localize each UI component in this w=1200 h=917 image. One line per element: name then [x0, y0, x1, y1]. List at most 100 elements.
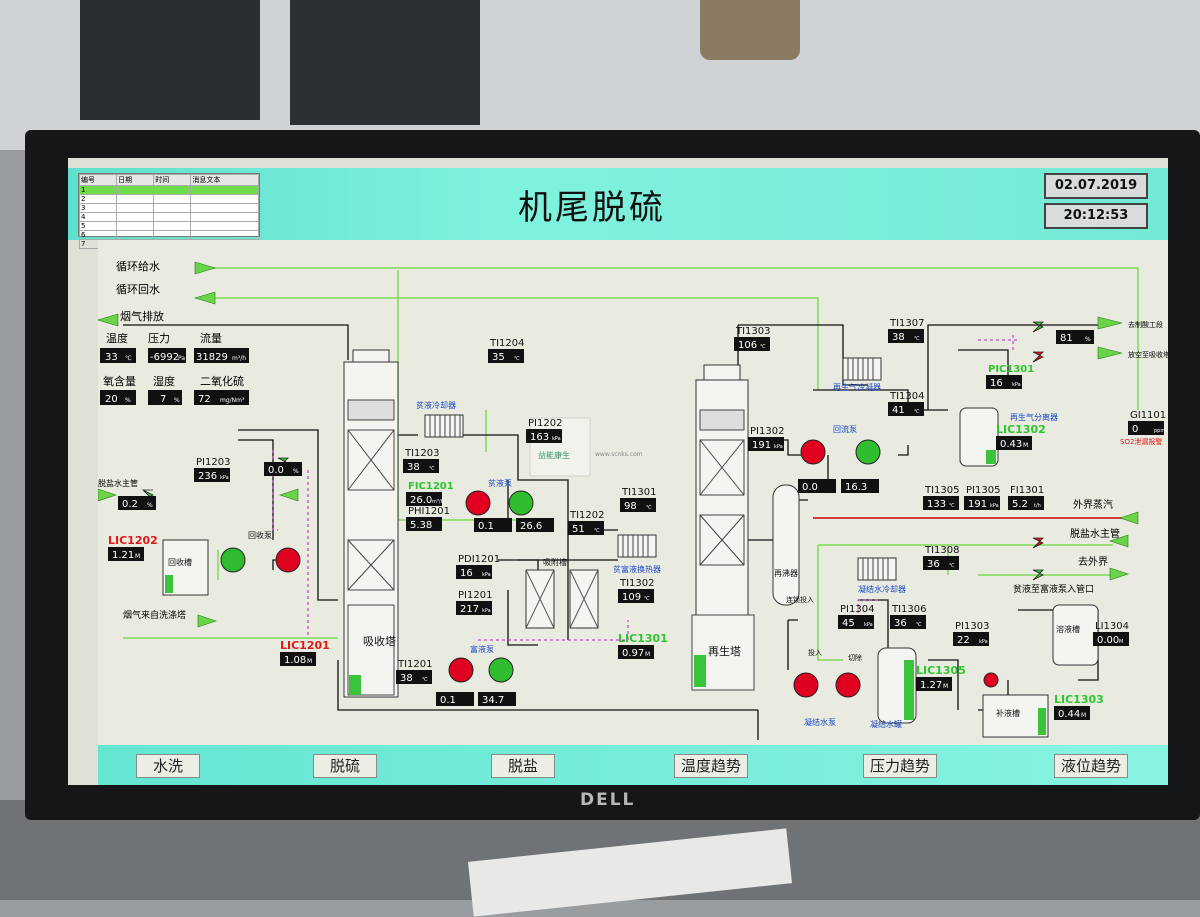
tag-value: 36 [894, 618, 907, 629]
tag-value: 38 [400, 673, 413, 684]
label-rich-pump: 富液泵 [470, 644, 494, 654]
label-start-btn3[interactable]: 切除 [848, 653, 862, 662]
flow-arrows [96, 261, 1139, 628]
readout-box [516, 518, 554, 532]
alarm-table[interactable]: 编号 日期 时间 消息文本 1 2 3 4 5 6 7 [78, 173, 260, 249]
nav-water-wash[interactable]: 水洗 [136, 754, 200, 778]
tag-value-box [396, 670, 432, 684]
date-display: 02.07.2019 [1044, 173, 1148, 199]
tag-value-box [923, 556, 959, 570]
label-start-btn2[interactable]: 投入 [808, 648, 822, 657]
tag-value-box [838, 615, 874, 629]
label-reflux-pump: 回流泵 [833, 424, 857, 434]
monitor-brand: DELL [580, 790, 636, 810]
tag-label: TI1302 [619, 578, 655, 589]
process-diagram: 循环给水 循环回水 烟气排放 脱盐水主管 烟气来自洗涤塔 外界蒸汽 脱盐水主管 … [96, 240, 1168, 745]
summary-panel: 温度 压力 流量 氧含量 湿度 二氧化硫 33 ℃ -6992 Pa 31829… [100, 331, 249, 405]
label-recovery-pump: 回收泵 [248, 530, 272, 540]
tag-value-box [1008, 496, 1044, 510]
nav-desulfurization[interactable]: 脱硫 [313, 754, 377, 778]
tag-value: 191 [968, 499, 987, 510]
label-rich-inlet: 贫液至富液泵入管口 [1013, 583, 1094, 595]
tag-value-box [403, 459, 439, 473]
tag-unit: kPa [979, 639, 988, 645]
alarm-row-number: 3 [78, 203, 118, 213]
arrow-desalt-main [1109, 534, 1129, 548]
tag-value: 133 [927, 499, 946, 510]
tag-unit: ℃ [514, 356, 520, 362]
lean-pump-right [508, 490, 534, 516]
value-oxygen: 20 [105, 394, 118, 405]
tag-value-box [456, 565, 492, 579]
tag-value: 106 [738, 340, 757, 351]
tag-value: 109 [622, 592, 641, 603]
valve-desalt-main [1032, 537, 1044, 549]
heat-exchangers [424, 357, 897, 581]
nav-temp-trend[interactable]: 温度趋势 [674, 754, 748, 778]
tag-value: 16 [460, 568, 473, 579]
readout-value: 0.1 [478, 521, 494, 532]
level-label: LIC1202 [108, 534, 158, 547]
tag-value-box [888, 402, 924, 416]
tag-value-box [953, 632, 989, 646]
absorber-tower [343, 349, 399, 698]
tag-value: 0.00 [1097, 635, 1119, 646]
unit-so2: mg/Nm³ [220, 397, 245, 404]
tag-label: TI1304 [889, 391, 925, 402]
arrow-supply [194, 261, 217, 275]
tag-label: TI1201 [397, 659, 433, 670]
page-title: 机尾脱硫 [518, 188, 666, 228]
recovery-pump-right [275, 547, 301, 573]
scada-screen: 编号 日期 时间 消息文本 1 2 3 4 5 6 7 机尾脱硫 02.07.2… [68, 158, 1168, 785]
label-recovery-tank: 回收槽 [168, 557, 192, 567]
condensate-pump-right [835, 672, 861, 698]
readout-value: 26.6 [520, 521, 542, 532]
alarm-row-number: 1 [78, 185, 118, 195]
label-start-btn1[interactable]: 连锁投入 [786, 595, 814, 604]
readout-reflux-hz2: 16.3 [841, 479, 879, 493]
level-label: LIC1301 [618, 632, 668, 645]
label-desalt-main2: 脱盐水主管 [1070, 527, 1120, 540]
pumps [220, 439, 999, 698]
readout-unit: % [293, 468, 299, 475]
label-cond-pump: 凝结水泵 [804, 717, 836, 727]
nav-desalination[interactable]: 脱盐 [491, 754, 555, 778]
tag-label: PI1202 [528, 418, 562, 429]
nav-level-trend[interactable]: 液位趋势 [1054, 754, 1128, 778]
tag-unit: ℃ [914, 336, 920, 342]
value-pressure: -6992 [150, 352, 179, 363]
nav-pressure-trend[interactable]: 压力趋势 [863, 754, 937, 778]
